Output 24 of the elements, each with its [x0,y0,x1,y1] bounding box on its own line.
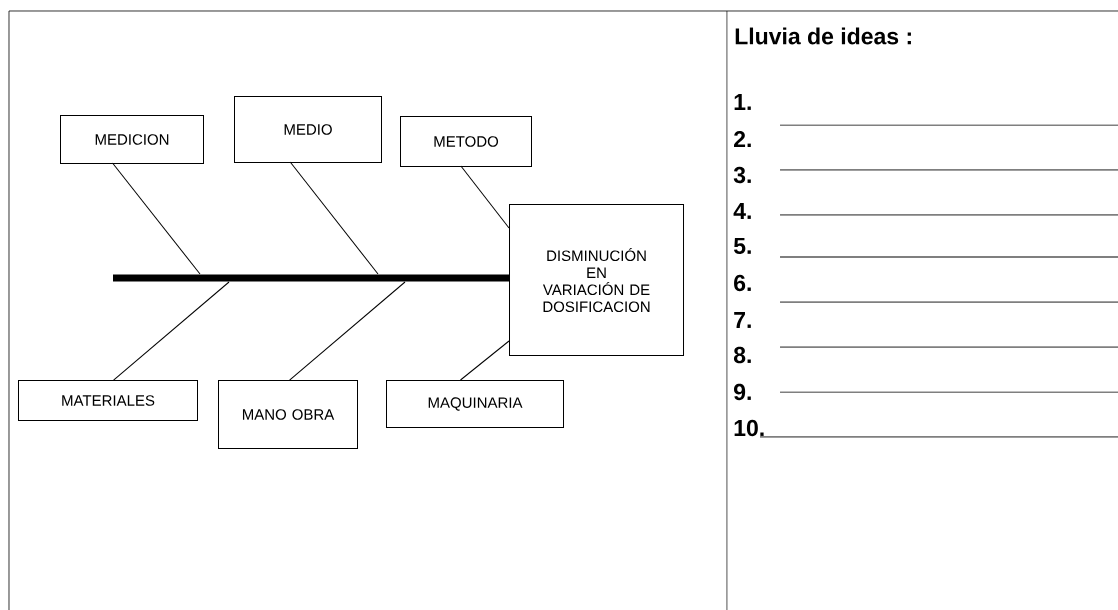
category-box: MANO OBRA [218,380,358,449]
item-number: 10. [734,419,764,437]
item-number: 9. [734,383,751,401]
category-box: MATERIALES [18,380,198,421]
item-number: 1. [734,94,751,110]
item-number: 8. [733,346,751,364]
item-number: 3. [733,166,751,184]
effect-box: DISMINUCIÓN EN VARIACIÓN DE DOSIFICACION [509,204,684,356]
category-box: METODO [400,116,532,167]
bone-line [289,161,379,275]
category-box: MAQUINARIA [386,380,564,428]
item-number: 5. [733,238,751,254]
title: Lluvia de ideas : [735,27,911,45]
bone-line [460,165,510,229]
item-number: 7. [734,312,751,328]
bone-line [113,281,230,381]
category-box: MEDIO [234,96,382,163]
item-number: 6. [734,274,751,292]
item-number: 2. [734,130,751,148]
item-number: 4. [733,203,751,219]
category-box: MEDICION [60,115,204,164]
bone-line [289,281,406,381]
bone-line [112,162,201,275]
bone-line [460,340,510,381]
